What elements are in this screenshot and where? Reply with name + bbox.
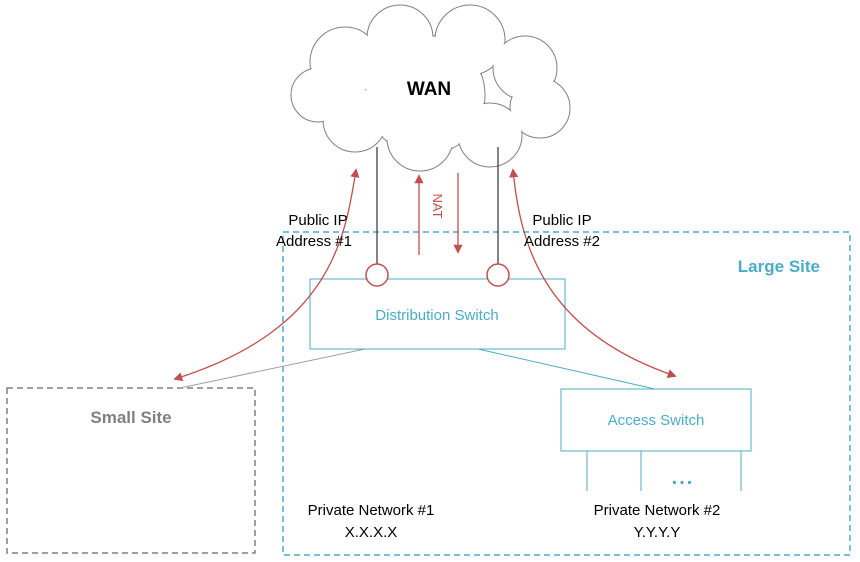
access-switch-label: Access Switch — [608, 412, 705, 429]
interface-circle-2 — [486, 263, 510, 287]
link-to-small-site — [179, 348, 366, 389]
private-network-2-address: Y.Y.Y.Y — [634, 524, 681, 541]
arrow-to-access-switch — [509, 168, 677, 378]
access-port-ellipsis: ... — [672, 467, 695, 489]
small-site-frame — [6, 387, 256, 554]
public-ip-2-line1: Public IP — [532, 212, 591, 229]
private-network-1-address: X.X.X.X — [345, 524, 398, 541]
public-ip-1-line2: Address #1 — [276, 233, 352, 250]
private-network-2-name: Private Network #2 — [594, 502, 721, 519]
access-switch — [560, 388, 752, 452]
link-to-access-switch — [477, 348, 656, 390]
wan-cloud — [290, 4, 571, 172]
small-site-label: Small Site — [90, 408, 171, 427]
distribution-switch-label: Distribution Switch — [375, 307, 498, 324]
nat-label: NAT — [430, 193, 445, 218]
private-network-1-name: Private Network #1 — [308, 502, 435, 519]
public-ip-1-line1: Public IP — [288, 212, 347, 229]
wan-label: WAN — [407, 79, 451, 100]
interface-circle-1 — [365, 263, 389, 287]
arrow-to-small-site — [173, 168, 360, 382]
public-ip-2-line2: Address #2 — [524, 233, 600, 250]
large-site-label: Large Site — [738, 257, 820, 276]
